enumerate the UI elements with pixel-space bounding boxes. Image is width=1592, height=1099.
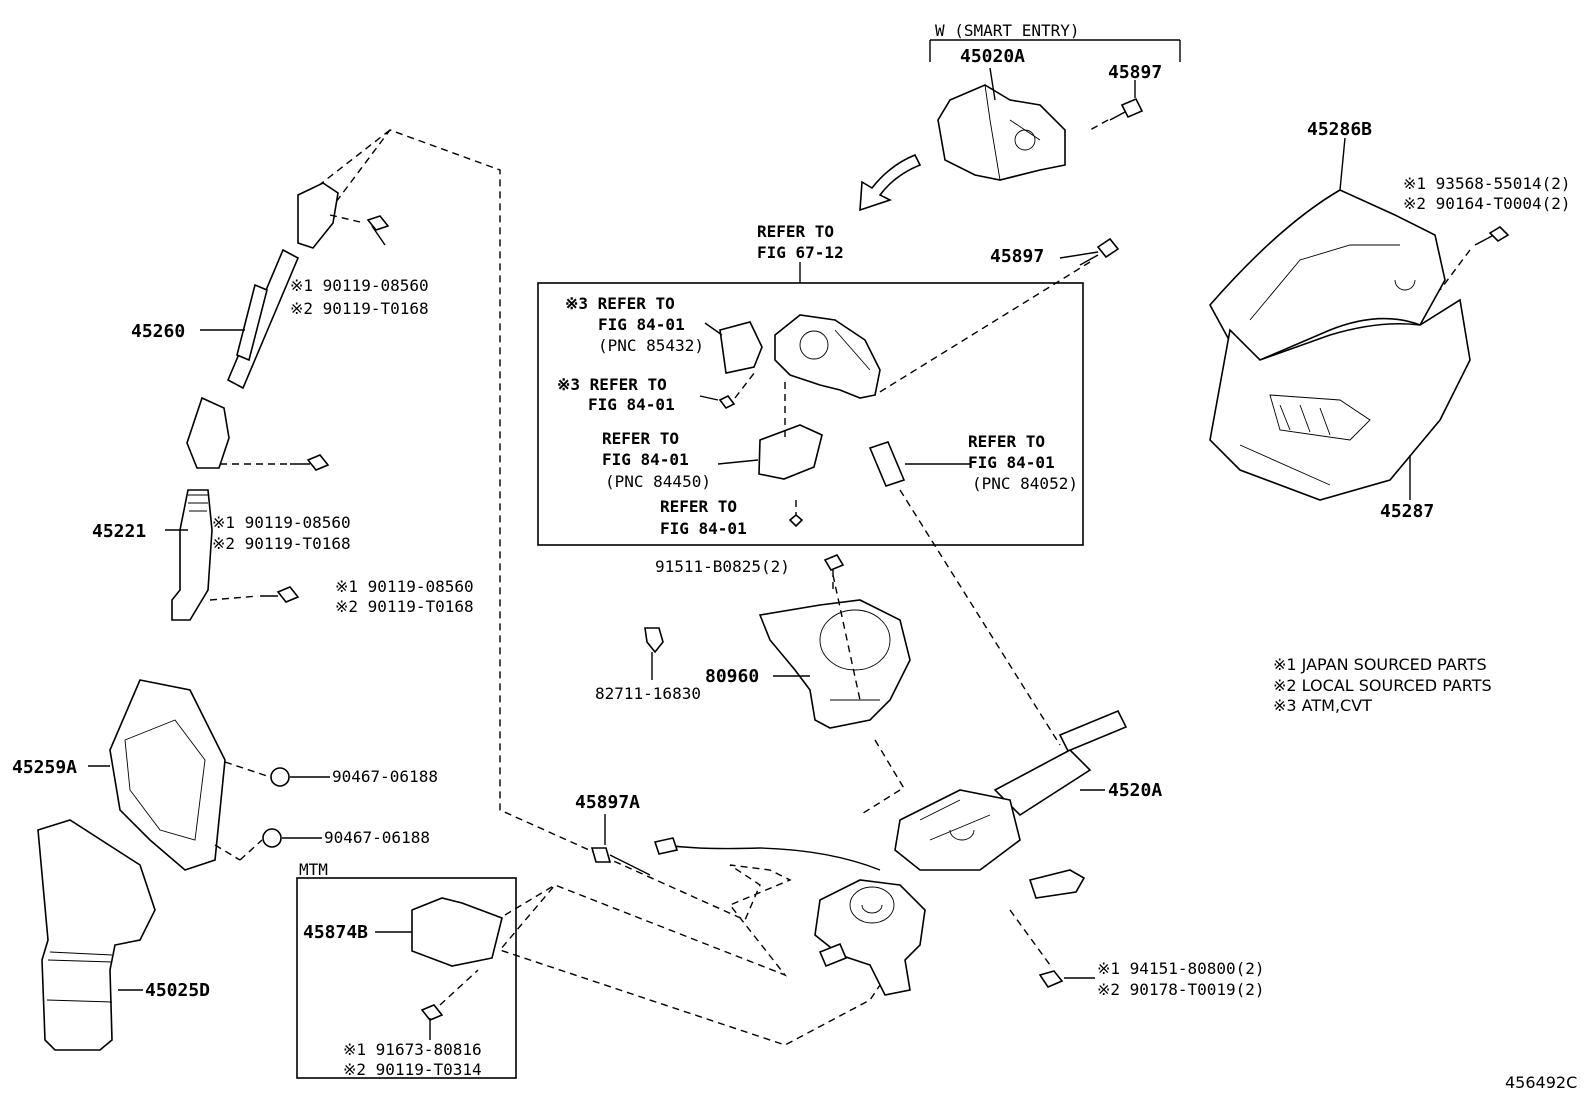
figure-id: 456492C xyxy=(1505,1073,1577,1092)
refer-screw-line1: ※3 REFER TO xyxy=(557,375,667,394)
refer-85432-line1: ※3 REFER TO xyxy=(565,294,675,313)
bolt-45897-top xyxy=(1089,80,1144,131)
bolt-s2-japan: ※1 90119-08560 xyxy=(212,513,351,532)
refer-84450-line1: REFER TO xyxy=(602,429,679,448)
part-45874b-label: 45874B xyxy=(303,922,368,943)
bolt-s3-japan: ※1 90119-08560 xyxy=(335,577,474,596)
bolt-91673 xyxy=(420,969,479,1040)
legend-atm: ※3 ATM,CVT xyxy=(1273,696,1372,715)
bolt-s3-local: ※2 90119-T0168 xyxy=(335,597,474,616)
ref-90164-label: ※2 90164-T0004(2) xyxy=(1403,194,1571,213)
refer-top-line1: REFER TO xyxy=(757,222,834,241)
shaft-45221 xyxy=(165,489,213,621)
bolt-s1-japan: ※1 90119-08560 xyxy=(290,276,429,295)
part-82711-label: 82711-16830 xyxy=(595,684,701,703)
lock-cylinder xyxy=(774,314,881,399)
refer-85432-line2: FIG 84-01 xyxy=(598,315,685,334)
part-4520a-label: 4520A xyxy=(1108,780,1162,801)
part-80960-label: 80960 xyxy=(705,666,759,687)
refer-84450-line3: (PNC 84450) xyxy=(605,472,711,491)
bracket-45874b xyxy=(375,884,556,967)
refer-top-line2: FIG 67-12 xyxy=(757,243,844,262)
ref-93568-label: ※1 93568-55014(2) xyxy=(1403,174,1571,193)
part-45286b-label: 45286B xyxy=(1307,119,1372,140)
smart-entry-label: W (SMART ENTRY) xyxy=(935,21,1080,40)
legend-local: ※2 LOCAL SOURCED PARTS xyxy=(1273,676,1492,695)
part-45897-top-label: 45897 xyxy=(1108,62,1162,83)
bolt-mtm-japan: ※1 91673-80816 xyxy=(343,1040,482,1059)
refer-84052-line1: REFER TO xyxy=(968,432,1045,451)
clip-82711 xyxy=(644,627,664,680)
bolt-s3 xyxy=(209,586,300,603)
part-45897-mid-label: 45897 xyxy=(990,246,1044,267)
clip-90467-b xyxy=(214,828,322,861)
steering-column-4520a xyxy=(814,489,1128,996)
nut-94151 xyxy=(1038,970,1095,988)
group-outline xyxy=(298,129,881,1046)
screw-93568 xyxy=(1439,225,1510,291)
screw-84-01 xyxy=(788,500,804,528)
part-45260-label: 45260 xyxy=(131,321,185,342)
part-90467-a-label: 90467-06188 xyxy=(332,767,438,786)
nut-local: ※2 90178-T0019(2) xyxy=(1097,980,1265,999)
switch-84052 xyxy=(868,441,970,487)
nut-japan: ※1 94151-80800(2) xyxy=(1097,959,1265,978)
part-45897a-label: 45897A xyxy=(575,792,640,813)
refer-84-01-line2: FIG 84-01 xyxy=(660,519,747,538)
part-90467-b-label: 90467-06188 xyxy=(324,828,430,847)
refer-84-01-line1: REFER TO xyxy=(660,497,737,516)
bolt-91511 xyxy=(823,553,845,590)
bolt-mtm-local: ※2 90119-T0314 xyxy=(343,1060,482,1079)
part-45020a-label: 45020A xyxy=(960,46,1025,67)
part-45221-label: 45221 xyxy=(92,521,146,542)
boot-45025d xyxy=(37,819,156,1051)
switch-85432 xyxy=(704,321,763,374)
spiral-cable-80960 xyxy=(758,574,911,729)
bolt-s2 xyxy=(220,454,330,471)
mtm-box xyxy=(296,877,517,1079)
switch-84450 xyxy=(717,382,823,480)
refer-85432-line3: (PNC 85432) xyxy=(598,336,704,355)
refer-84450-line2: FIG 84-01 xyxy=(602,450,689,469)
shaft-45260 xyxy=(186,182,339,469)
bolt-s1 xyxy=(329,214,390,246)
cover-45020a xyxy=(929,39,1181,181)
refer-84052-line2: FIG 84-01 xyxy=(968,453,1055,472)
part-45287-label: 45287 xyxy=(1380,501,1434,522)
column-cover-45286b xyxy=(1209,137,1446,361)
wire-45897a xyxy=(590,814,881,876)
bolt-45897-mid xyxy=(874,237,1120,396)
refer-84052-line3: (PNC 84052) xyxy=(972,474,1078,493)
part-91511-label: 91511-B0825(2) xyxy=(655,557,790,576)
column-cover-45287 xyxy=(1209,298,1471,501)
refer-screw-line2: FIG 84-01 xyxy=(588,395,675,414)
switch-group-box xyxy=(537,282,1084,546)
part-45025d-label: 45025D xyxy=(145,980,210,1001)
direction-arrow xyxy=(859,153,922,212)
bolt-s2-local: ※2 90119-T0168 xyxy=(212,534,351,553)
mtm-label: MTM xyxy=(299,860,328,879)
cover-45259a xyxy=(88,679,226,871)
clip-90467-a xyxy=(224,761,330,787)
screw-small xyxy=(699,371,756,410)
legend-japan: ※1 JAPAN SOURCED PARTS xyxy=(1273,655,1487,674)
part-45259a-label: 45259A xyxy=(12,757,77,778)
bolt-s1-local: ※2 90119-T0168 xyxy=(290,299,429,318)
